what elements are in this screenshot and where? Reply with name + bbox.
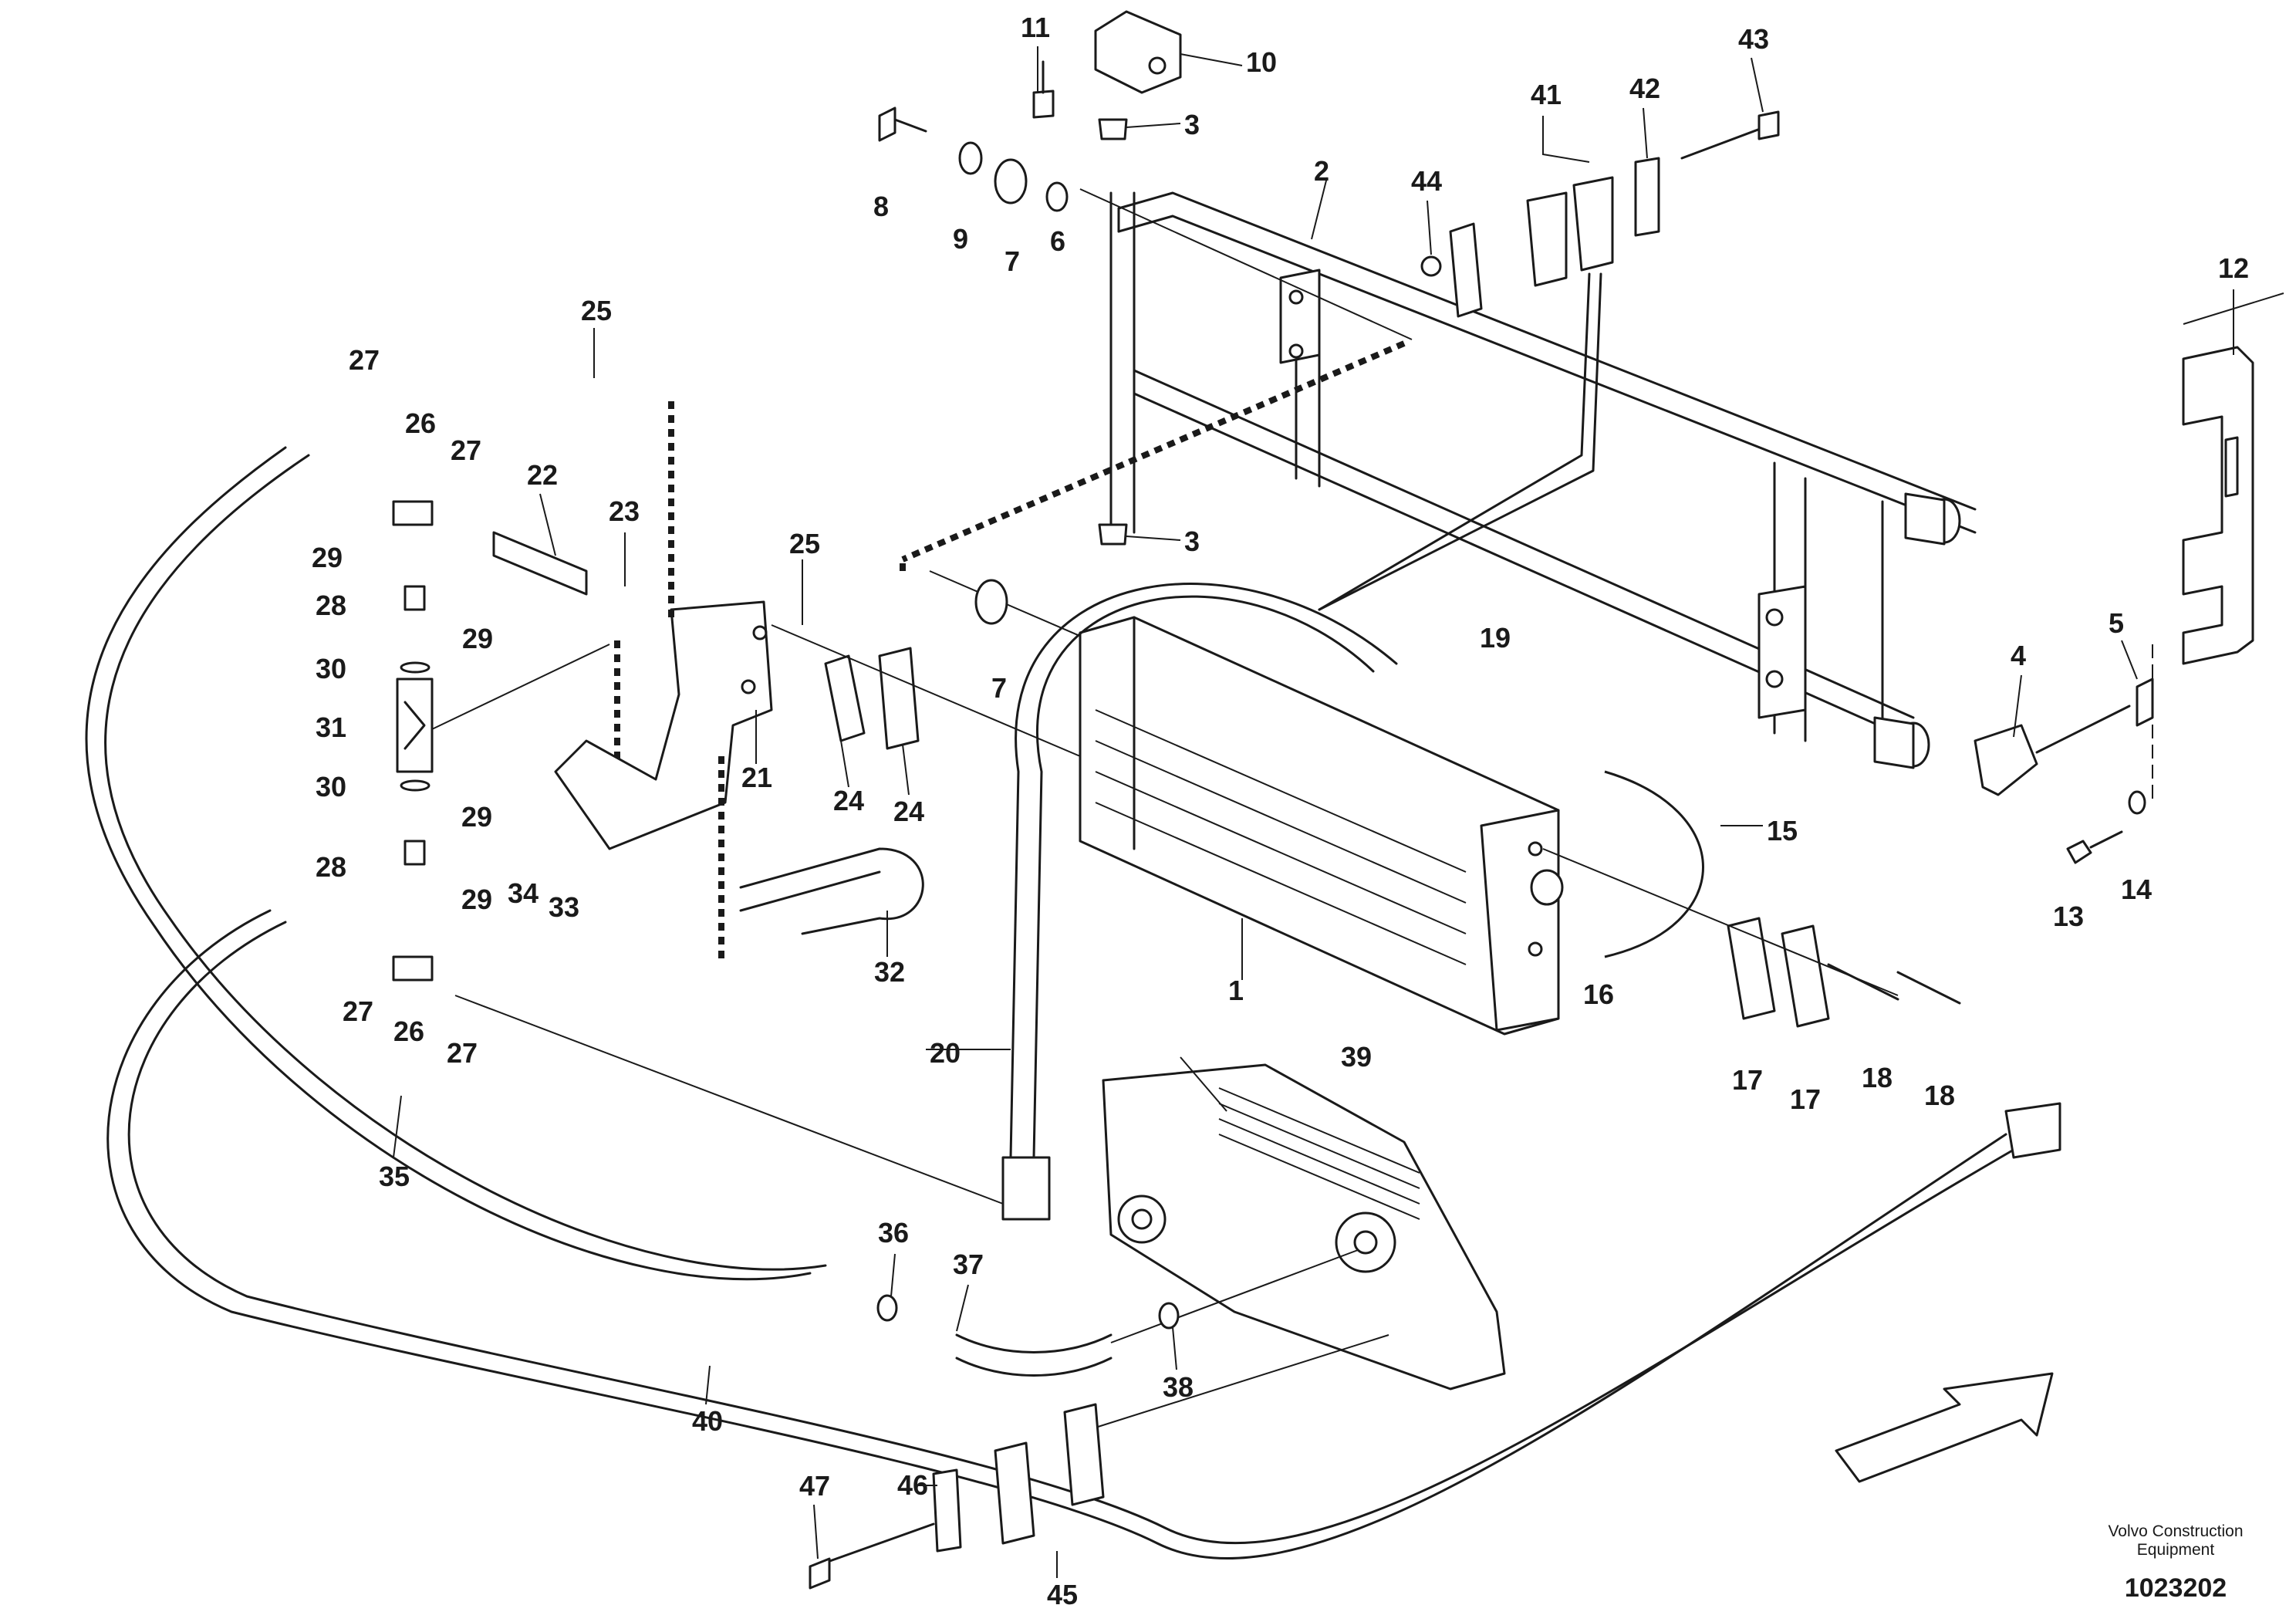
callout-6: 6 xyxy=(1050,225,1065,257)
callout-36: 36 xyxy=(878,1217,909,1249)
callout-32: 32 xyxy=(874,956,905,988)
callout-29: 29 xyxy=(461,801,492,833)
callout-33: 33 xyxy=(549,891,579,923)
callout-25: 25 xyxy=(789,528,820,559)
callout-17: 17 xyxy=(1790,1083,1821,1115)
callout-27: 27 xyxy=(343,995,373,1027)
callout-24: 24 xyxy=(833,785,864,816)
callout-4: 4 xyxy=(2011,640,2026,671)
callout-leaders xyxy=(393,46,2234,1578)
drawing-number: 1023202 xyxy=(2124,1573,2227,1603)
callout-15: 15 xyxy=(1767,815,1798,846)
top-fasteners xyxy=(878,10,1182,625)
callout-3: 3 xyxy=(1184,109,1200,140)
oil-cooler xyxy=(1079,616,1564,1036)
callout-8: 8 xyxy=(873,191,889,222)
callout-41: 41 xyxy=(1531,79,1562,110)
callout-13: 13 xyxy=(2053,901,2084,932)
callout-22: 22 xyxy=(527,459,558,491)
callout-28: 28 xyxy=(316,590,346,621)
brand-line-2: Equipment xyxy=(2136,1541,2215,1559)
callout-26: 26 xyxy=(405,407,436,439)
callout-23: 23 xyxy=(609,495,640,527)
direction-arrow xyxy=(1835,1372,2054,1483)
callout-43: 43 xyxy=(1738,23,1769,55)
callout-29: 29 xyxy=(461,884,492,915)
callout-24: 24 xyxy=(893,796,924,827)
valve-stack xyxy=(392,500,1004,1205)
callout-38: 38 xyxy=(1163,1371,1194,1403)
brand-text: Volvo Construction Equipment xyxy=(2083,1522,2268,1559)
callout-7: 7 xyxy=(1004,245,1020,277)
support-frame xyxy=(900,188,1977,780)
callout-3: 3 xyxy=(1184,525,1200,557)
clamp-set-top xyxy=(1420,110,1780,318)
callout-1: 1 xyxy=(1228,975,1244,1006)
bracket-and-clamps xyxy=(554,401,1081,965)
callout-10: 10 xyxy=(1246,46,1277,78)
callout-40: 40 xyxy=(692,1405,723,1437)
footer-block: Volvo Construction Equipment 1023202 xyxy=(2083,1522,2268,1603)
callout-7: 7 xyxy=(991,672,1007,704)
callout-26: 26 xyxy=(393,1015,424,1047)
callout-12: 12 xyxy=(2218,252,2249,284)
callout-labels: 1 2 3 3 4 5 6 7 7 8 9 10 11 12 13 14 15 … xyxy=(312,12,2249,1610)
callout-29: 29 xyxy=(312,542,343,573)
callout-45: 45 xyxy=(1047,1579,1078,1610)
callout-5: 5 xyxy=(2109,607,2124,639)
callout-11: 11 xyxy=(1021,12,1050,43)
callout-29: 29 xyxy=(462,623,493,654)
callout-37: 37 xyxy=(953,1249,984,1280)
callout-19: 19 xyxy=(1480,622,1511,654)
callout-17: 17 xyxy=(1732,1064,1763,1096)
callout-42: 42 xyxy=(1629,73,1660,104)
callout-35: 35 xyxy=(379,1161,410,1192)
callout-18: 18 xyxy=(1862,1062,1893,1093)
hoses xyxy=(85,446,2061,1560)
callout-21: 21 xyxy=(741,762,772,793)
callout-27: 27 xyxy=(349,344,380,376)
clamps-right xyxy=(1542,848,1961,1028)
callout-31: 31 xyxy=(316,711,346,743)
right-bracket-assembly xyxy=(1974,292,2284,864)
callout-14: 14 xyxy=(2121,874,2152,905)
callout-44: 44 xyxy=(1411,165,1442,197)
callout-25: 25 xyxy=(581,295,612,326)
callout-47: 47 xyxy=(799,1470,830,1502)
callout-16: 16 xyxy=(1583,978,1614,1010)
brand-line-1: Volvo Construction xyxy=(2108,1522,2244,1540)
callout-18: 18 xyxy=(1924,1080,1955,1111)
callout-28: 28 xyxy=(316,851,346,883)
auxiliary-cooler xyxy=(1095,1063,1506,1428)
callout-30: 30 xyxy=(316,653,346,684)
callout-2: 2 xyxy=(1314,155,1329,187)
callout-39: 39 xyxy=(1341,1041,1372,1073)
callout-9: 9 xyxy=(953,223,968,255)
callout-20: 20 xyxy=(930,1037,961,1069)
callout-30: 30 xyxy=(316,771,346,803)
callout-27: 27 xyxy=(447,1037,478,1069)
lower-fittings xyxy=(809,1294,1180,1590)
callout-34: 34 xyxy=(508,877,539,909)
callout-27: 27 xyxy=(451,434,481,466)
